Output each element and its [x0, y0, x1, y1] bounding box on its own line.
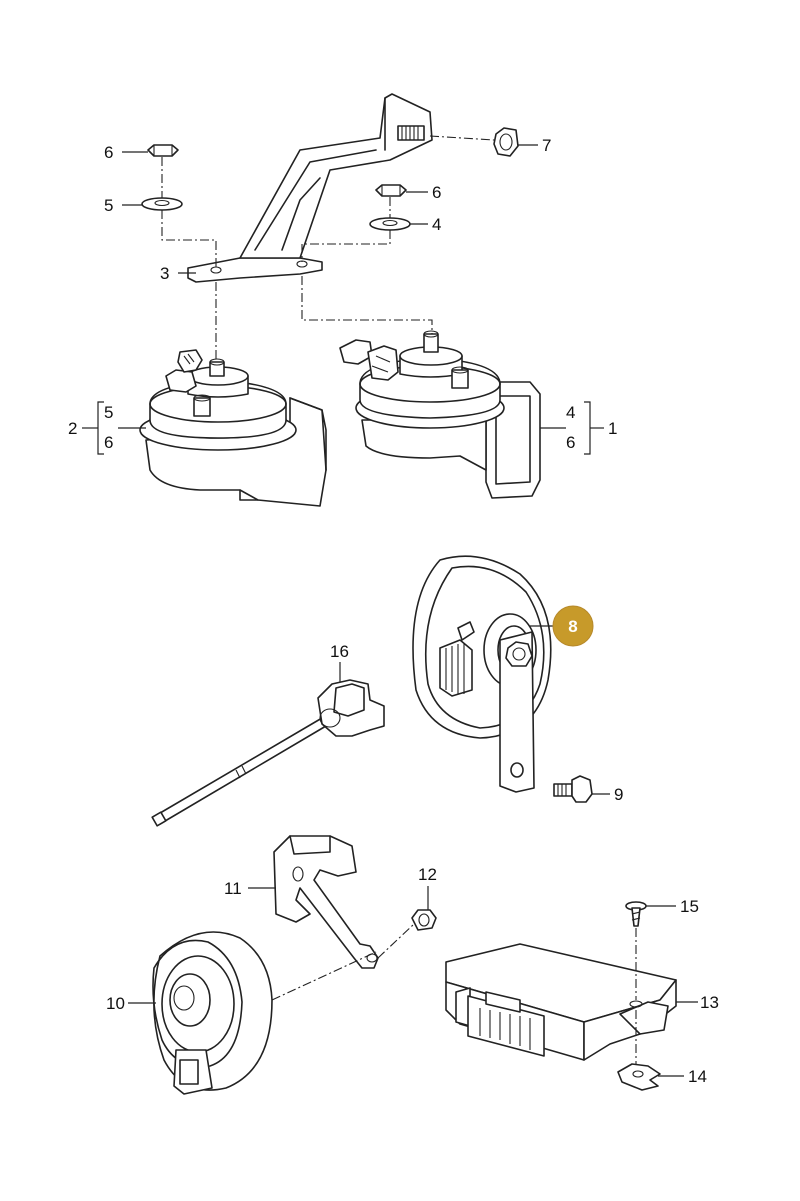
- callout-15[interactable]: 15: [680, 897, 699, 916]
- callout-5-bracket[interactable]: 5: [104, 403, 113, 422]
- callout-10[interactable]: 10: [106, 994, 125, 1013]
- horn-part-8[interactable]: [412, 555, 552, 793]
- bolt-9[interactable]: [553, 775, 593, 803]
- leader-lines: [82, 144, 698, 1077]
- callout-11[interactable]: 11: [224, 879, 242, 898]
- clip-nut-part-14[interactable]: [617, 1063, 661, 1091]
- callout-4-right[interactable]: 4: [432, 215, 441, 234]
- callout-6-right[interactable]: 6: [432, 183, 441, 202]
- callout-2[interactable]: 2: [68, 419, 77, 438]
- horn-assembly-left[interactable]: [139, 349, 327, 507]
- callout-4-bracket[interactable]: 4: [566, 403, 575, 422]
- washer-5-left[interactable]: [141, 197, 183, 211]
- nut-part-12[interactable]: [411, 909, 437, 931]
- callout-8-highlight[interactable]: 8: [552, 605, 594, 647]
- callout-12[interactable]: 12: [418, 865, 437, 884]
- hex-nut-6-left[interactable]: [147, 144, 179, 157]
- bracket-part-11[interactable]: [273, 835, 379, 969]
- bracket-stud: [397, 125, 425, 141]
- washer-4-right[interactable]: [369, 217, 411, 231]
- callout-6-left[interactable]: 6: [104, 143, 113, 162]
- callout-9[interactable]: 9: [614, 785, 623, 804]
- callout-16[interactable]: 16: [330, 642, 349, 661]
- callout-1[interactable]: 1: [608, 419, 617, 438]
- callout-3[interactable]: 3: [160, 264, 169, 283]
- callout-8[interactable]: 8: [568, 617, 577, 636]
- mounting-bracket[interactable]: [187, 93, 433, 283]
- callout-13[interactable]: 13: [700, 993, 719, 1012]
- callout-6-bracket-right[interactable]: 6: [566, 433, 575, 452]
- callout-6-bracket-left[interactable]: 6: [104, 433, 113, 452]
- callout-5-left[interactable]: 5: [104, 196, 113, 215]
- hex-nut-6-right[interactable]: [375, 184, 407, 197]
- callout-8-badge: [552, 605, 594, 647]
- flange-nut-7[interactable]: [493, 127, 519, 157]
- horn-part-10[interactable]: [152, 931, 273, 1095]
- control-unit-part-13[interactable]: [445, 943, 677, 1061]
- sensor-part-16[interactable]: [151, 679, 385, 827]
- screw-part-15[interactable]: [625, 901, 647, 927]
- callout-14[interactable]: 14: [688, 1067, 707, 1086]
- horn-assembly-right[interactable]: [339, 330, 541, 499]
- callout-7[interactable]: 7: [542, 136, 551, 155]
